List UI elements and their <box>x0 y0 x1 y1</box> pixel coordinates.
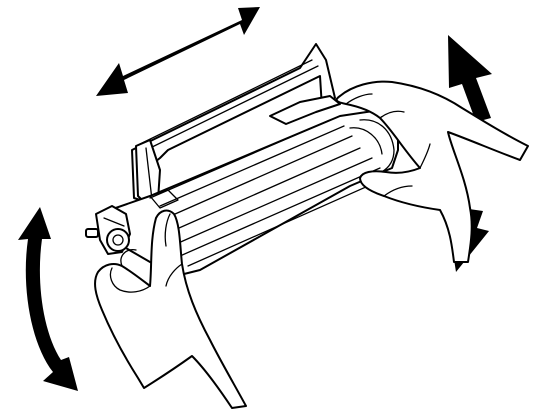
curved-double-headed-arrow-icon <box>18 207 78 391</box>
toner-cartridge <box>86 44 398 276</box>
double-headed-arrow-diagonal-icon <box>96 7 260 96</box>
cartridge-end-cap <box>86 206 130 254</box>
right-hand <box>337 82 528 262</box>
